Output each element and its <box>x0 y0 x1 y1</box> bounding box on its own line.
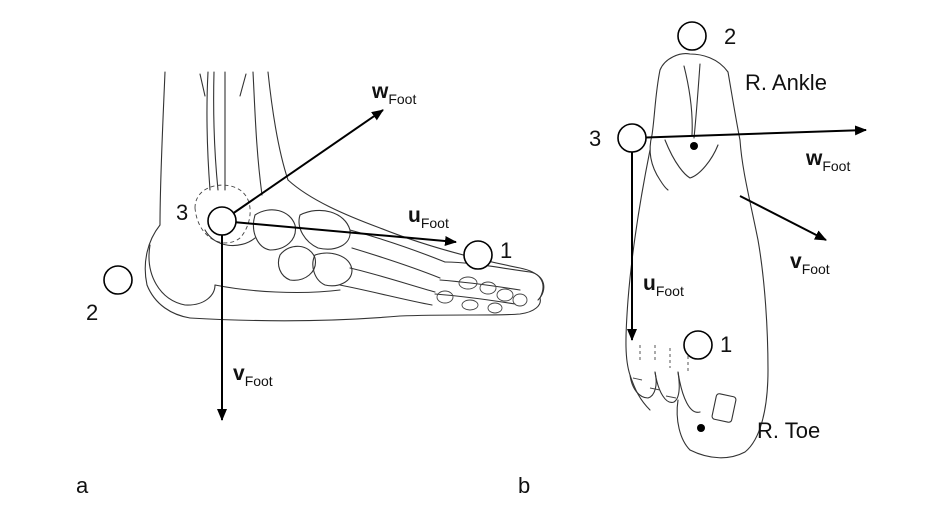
u-foot-label-b: uFoot <box>643 272 684 299</box>
v-foot-label-a: vFoot <box>233 362 273 389</box>
panel-b-letter: b <box>518 473 530 498</box>
panel-a: 3 1 2 wFoot uFoot vFoot a <box>76 71 545 498</box>
marker-3-b <box>617 123 647 153</box>
marker-3-label-b: 3 <box>589 126 601 151</box>
marker-3-label-a: 3 <box>176 200 188 225</box>
w-foot-vector-b <box>631 125 867 139</box>
toe-reference-dot <box>697 424 705 432</box>
v-foot-label-b: vFoot <box>790 250 830 277</box>
marker-1-label-a: 1 <box>500 238 512 263</box>
w-foot-label-a: wFoot <box>371 80 416 107</box>
marker-2-label-a: 2 <box>86 300 98 325</box>
marker-1-label-b: 1 <box>720 332 732 357</box>
ankle-reference-dot <box>690 142 698 150</box>
marker-2-b <box>677 21 707 51</box>
marker-2-a <box>103 265 133 295</box>
marker-1-a <box>463 240 493 270</box>
panel-b: 2 3 1 R. Ankle R. Toe wFoot vFoot uFoot … <box>518 21 867 498</box>
marker-1-b <box>683 330 713 360</box>
foot-side-view-drawing <box>144 71 545 322</box>
marker-2-label-b: 2 <box>724 24 736 49</box>
u-foot-vector-a <box>221 220 457 246</box>
v-foot-vector-b <box>739 195 827 241</box>
foot-top-view-drawing <box>625 53 769 459</box>
u-foot-label-a: uFoot <box>408 204 449 231</box>
panel-a-letter: a <box>76 473 89 498</box>
toe-label: R. Toe <box>757 418 820 443</box>
w-foot-label-b: wFoot <box>805 147 850 174</box>
marker-3-a <box>207 206 237 236</box>
ankle-label: R. Ankle <box>745 70 827 95</box>
w-foot-vector-a <box>221 109 384 222</box>
